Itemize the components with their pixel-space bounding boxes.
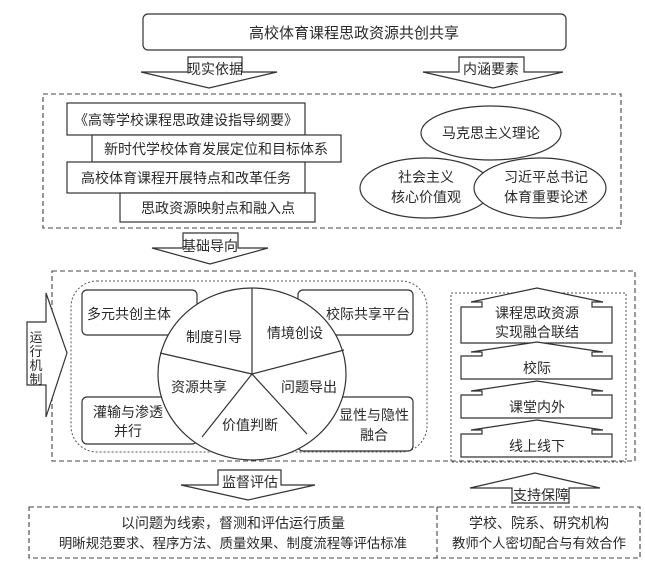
svg-text:行: 行	[29, 345, 42, 360]
support-arrow: 支持保障	[469, 472, 601, 504]
connotation-label: 内涵要素	[463, 62, 519, 78]
svg-text:融合: 融合	[360, 428, 388, 444]
support-label: 支持保障	[513, 488, 569, 504]
svg-text:实现融合联结: 实现融合联结	[495, 325, 579, 341]
svg-text:核心价值观: 核心价值观	[391, 190, 461, 206]
wheel-divider	[159, 352, 253, 375]
svg-text:显性与隐性: 显性与隐性	[339, 408, 409, 424]
wheel-divider	[251, 349, 345, 375]
svg-text:马克思主义理论: 马克思主义理论	[442, 126, 540, 142]
supervision-arrow: 监督评估	[180, 469, 316, 501]
wheel-segment-label: 情境创设	[267, 326, 323, 342]
foundation-arrow: 基础导向	[151, 232, 269, 265]
svg-text:高校体育课程开展特点和改革任务: 高校体育课程开展特点和改革任务	[81, 170, 291, 187]
svg-text:校际: 校际	[523, 360, 551, 377]
svg-text:社会主义: 社会主义	[398, 170, 454, 186]
supervision-label: 监督评估	[222, 475, 278, 491]
svg-text:课堂内外: 课堂内外	[509, 400, 565, 416]
supervision-line-1: 以问题为线索，督测和评估运行质量	[121, 515, 345, 532]
mechanism-wheel: 制度引导 情境创设 问题导出 价值判断 资源共享	[157, 287, 347, 461]
svg-text:并行: 并行	[114, 424, 142, 440]
operation-arrow: 运 行 机 制	[26, 292, 68, 418]
svg-text:制: 制	[29, 373, 42, 388]
svg-text:思政资源映射点和融入点: 思政资源映射点和融入点	[141, 201, 295, 217]
support-line-1: 学校、院系、研究机构	[469, 515, 609, 532]
svg-text:体育重要论述: 体育重要论述	[504, 190, 588, 206]
level-2-arrow-box: 校际	[460, 341, 613, 380]
wheel-divider	[201, 373, 253, 438]
title-text: 高校体育课程思政资源共创共享	[249, 24, 459, 42]
reality-box-4: 思政资源映射点和融入点	[119, 192, 316, 223]
foundation-label: 基础导向	[182, 238, 238, 255]
reality-box-1: 《高等学校课程思政建设指导纲要》	[66, 102, 306, 136]
support-line-2: 教师个人密切配合与有效合作	[452, 535, 626, 552]
corner-top-left: 多元共创主体	[81, 289, 198, 336]
reality-box-2: 新时代学校体育发展定位和目标体系	[91, 134, 342, 163]
foundation-section	[42, 93, 622, 229]
wheel-segment-label: 制度引导	[186, 330, 242, 346]
svg-text:运: 运	[29, 331, 42, 346]
ellipse-xi-sports	[473, 157, 607, 219]
reality-basis-label: 现实依据	[187, 62, 243, 78]
svg-text:《高等学校课程思政建设指导纲要》: 《高等学校课程思政建设指导纲要》	[74, 112, 298, 129]
svg-text:新时代学校体育发展定位和目标体系: 新时代学校体育发展定位和目标体系	[104, 141, 328, 158]
wheel-segment-label: 问题导出	[281, 380, 337, 396]
svg-text:线上线下: 线上线下	[509, 439, 565, 455]
reality-basis-arrow: 现实依据	[140, 56, 278, 89]
svg-text:灌输与渗透: 灌输与渗透	[93, 405, 163, 421]
level-3-arrow-box: 课堂内外	[460, 380, 613, 419]
ellipse-core-values	[359, 157, 493, 219]
svg-text:机: 机	[29, 359, 42, 374]
connotation-ellipses: 马克思主义理论 社会主义 核心价值观 习近平总书记 体育重要论述	[359, 105, 607, 219]
level-4-arrow-box: 线上线下	[460, 419, 613, 458]
svg-text:习近平总书记: 习近平总书记	[504, 170, 588, 186]
wheel-divider	[251, 373, 308, 435]
title-box: 高校体育课程思政资源共创共享	[142, 13, 567, 51]
svg-text:课程思政资源: 课程思政资源	[495, 306, 579, 322]
level-1-arrow-box: 课程思政资源 实现融合联结	[460, 287, 613, 344]
svg-text:校际共享平台: 校际共享平台	[326, 306, 410, 323]
wheel-segment-label: 资源共享	[171, 379, 227, 396]
wheel-segment-label: 价值判断	[222, 418, 278, 434]
ellipse-marxism	[420, 105, 562, 161]
reality-box-3: 高校体育课程开展特点和改革任务	[66, 161, 306, 194]
connotation-arrow: 内涵要素	[422, 56, 564, 89]
bottom-section	[28, 506, 641, 559]
svg-text:多元共创主体: 多元共创主体	[87, 306, 171, 323]
supervision-line-2: 明晰规范要求、程序方法、质量效果、制度流程等评估标准	[59, 535, 407, 552]
